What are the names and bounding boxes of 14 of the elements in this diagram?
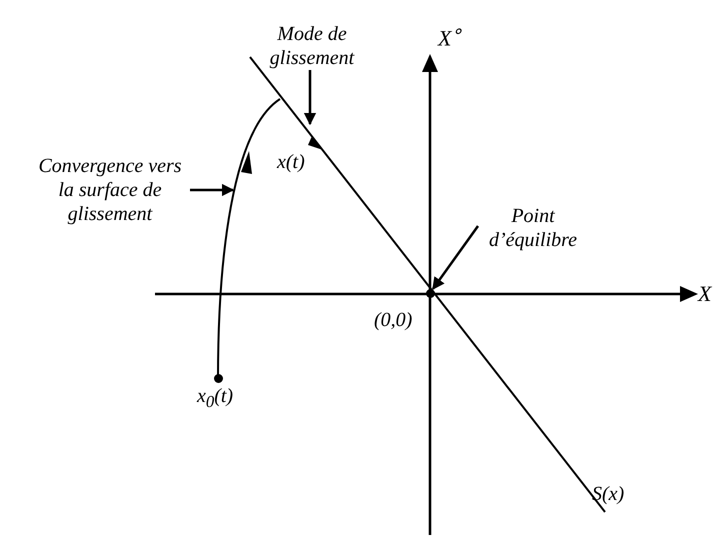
point-dot [426, 288, 434, 298]
axis-label: X$^{∘}$ [438, 22, 462, 50]
annotation-text: Mode de glissement [268, 22, 356, 70]
annotation-text: Convergence vers la surface de glissement [37, 154, 183, 226]
arrow [190, 184, 234, 196]
point-label: (0,0) [374, 310, 412, 330]
axis-label: S(x) [592, 484, 624, 504]
axis-label: x(t) [277, 152, 305, 172]
arrow [304, 70, 316, 126]
point-dot [214, 374, 222, 382]
point-label: x$_{0}$(t) [197, 386, 234, 411]
axis-label: X [698, 283, 712, 305]
arrow [432, 225, 480, 290]
annotation-text: Point d’équilibre [488, 204, 578, 252]
